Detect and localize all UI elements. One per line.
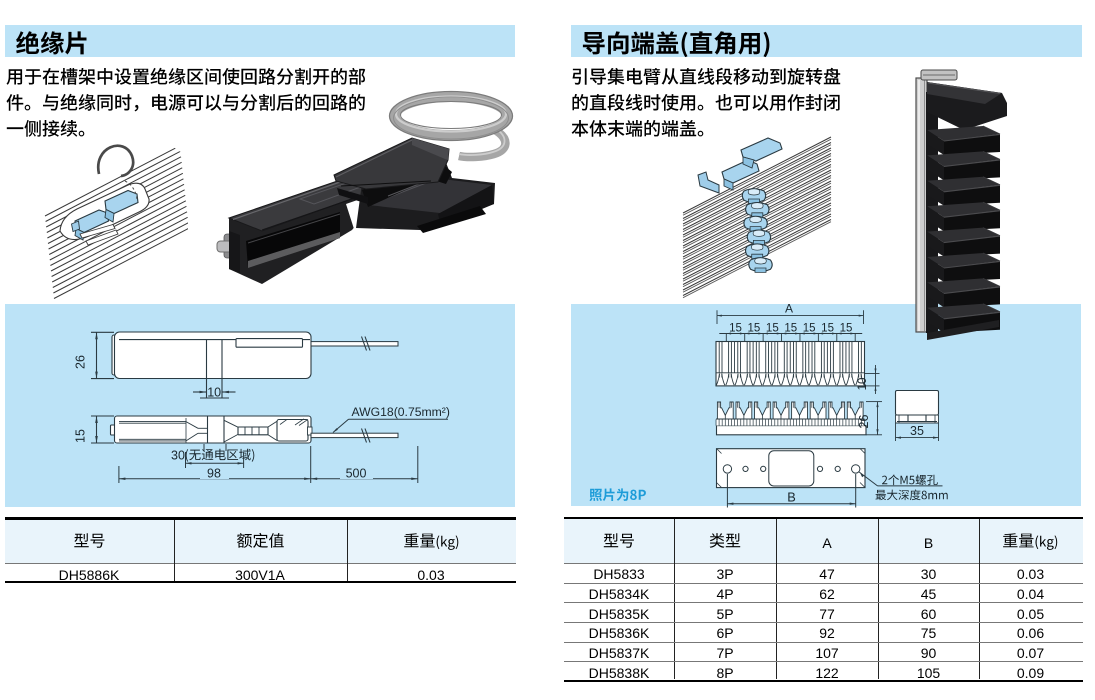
svg-text:15: 15: [840, 322, 853, 334]
svg-text:AWG18(0.75mm²): AWG18(0.75mm²): [352, 405, 450, 419]
svg-text:15: 15: [74, 429, 88, 443]
svg-text:500: 500: [346, 467, 367, 481]
svg-text:26: 26: [74, 355, 88, 369]
svg-text:15: 15: [821, 322, 834, 334]
svg-text:26: 26: [857, 415, 871, 429]
svg-text:15: 15: [748, 322, 761, 334]
svg-text:A: A: [785, 301, 793, 315]
svg-text:98: 98: [207, 467, 221, 481]
svg-text:10: 10: [207, 385, 221, 399]
svg-text:10: 10: [857, 378, 869, 391]
svg-text:15: 15: [803, 322, 816, 334]
svg-text:B: B: [787, 490, 796, 505]
svg-text:15: 15: [784, 322, 797, 334]
svg-text:35: 35: [910, 424, 924, 438]
svg-text:15: 15: [766, 322, 779, 334]
svg-text:30: 30: [171, 448, 185, 462]
svg-text:15: 15: [729, 322, 742, 334]
